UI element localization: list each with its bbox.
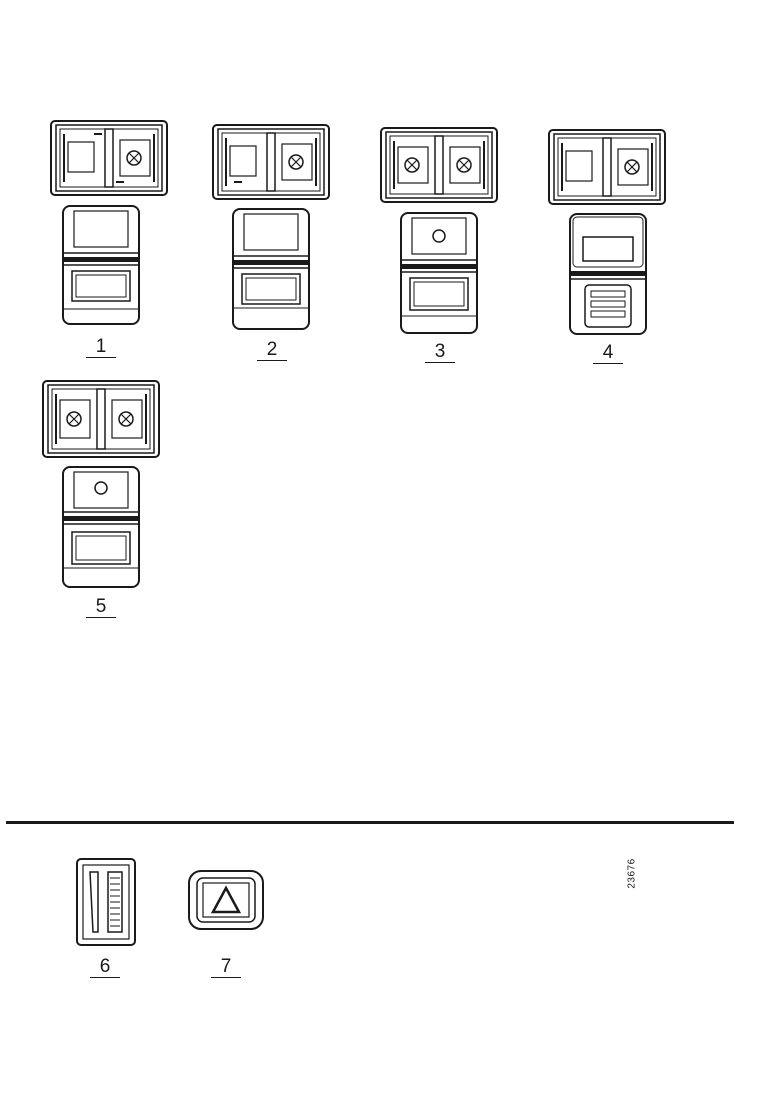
label-5: 5 (86, 597, 116, 618)
reference-number: 23676 (626, 858, 638, 889)
switch-4-rear-view (548, 129, 666, 205)
label-1: 1 (86, 337, 116, 358)
switch-1-rear-view (50, 120, 168, 196)
switch-4-front-view (569, 213, 647, 335)
switch-2-rear-view (212, 124, 330, 200)
switch-2-front-view (232, 208, 310, 330)
switch-7-hazard-view (188, 870, 264, 930)
label-6: 6 (90, 957, 120, 978)
switch-3-front-view (400, 212, 478, 334)
label-7: 7 (211, 957, 241, 978)
hazard-triangle-icon (210, 885, 242, 914)
section-divider (6, 821, 734, 824)
switch-5-rear-view (42, 380, 160, 458)
switch-3-rear-view (380, 127, 498, 203)
label-2: 2 (257, 340, 287, 361)
switch-6-scale-view (76, 858, 136, 946)
switch-1-front-view (62, 205, 140, 325)
label-3: 3 (425, 342, 455, 363)
switch-5-front-view (62, 466, 140, 588)
label-4: 4 (593, 343, 623, 364)
